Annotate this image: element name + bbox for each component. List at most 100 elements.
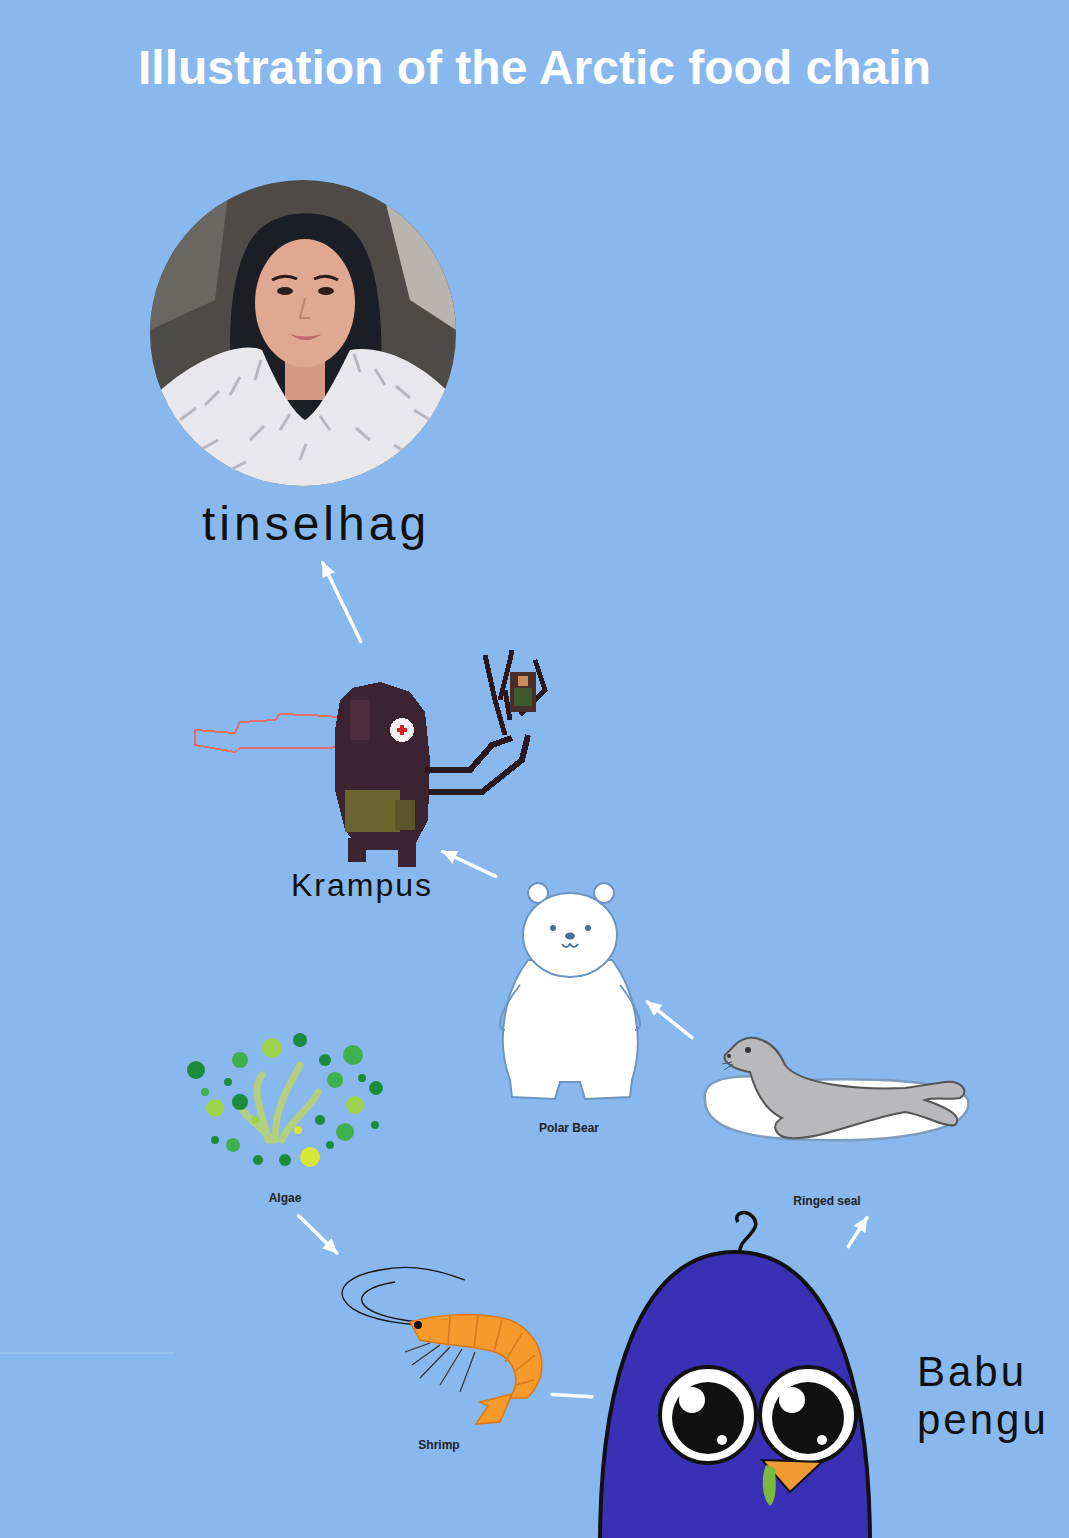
- algae-figure-part: [315, 1115, 325, 1125]
- food-chain-node: Shrimp: [328, 1255, 548, 1460]
- algae-figure-part: [232, 1052, 248, 1068]
- food-chain-node: Ringed seal: [695, 1025, 975, 1215]
- food-chain-arrow: [848, 1218, 867, 1247]
- food-chain-arrow: [299, 1216, 337, 1253]
- node-label: Algae: [269, 1192, 302, 1206]
- polar-bear-figure-part: [565, 933, 575, 940]
- polar-bear-figure-part: [503, 960, 638, 1099]
- stray-line: [0, 1353, 175, 1354]
- portrait-photo-part: [380, 180, 456, 330]
- penguin-figure-part: [600, 1252, 870, 1538]
- krampus-figure-part: [350, 700, 370, 740]
- portrait-photo-part: [272, 276, 297, 280]
- portrait-photo-part: [180, 354, 430, 475]
- krampus-figure-part: [390, 718, 414, 742]
- penguin-figure-part: [817, 1435, 827, 1445]
- algae-figure-part: [300, 1147, 320, 1167]
- diagram-title: Illustration of the Arctic food chain: [0, 40, 1069, 95]
- shrimp-figure-part: [448, 1315, 535, 1385]
- algae-figure-part: [279, 1154, 291, 1166]
- algae-figure-part: [240, 1065, 318, 1140]
- krampus-figure-part: [348, 838, 366, 862]
- polar-bear-figure-part: [562, 944, 578, 947]
- node-label: Ringed seal: [793, 1195, 860, 1209]
- krampus-figure: [195, 650, 545, 867]
- penguin-figure-part: [772, 1382, 844, 1454]
- portrait-photo-part: [150, 347, 456, 486]
- penguin-figure: [600, 1213, 870, 1538]
- penguin-figure-part: [779, 1387, 805, 1413]
- krampus-figure-part: [398, 843, 416, 867]
- algae-figure-part: [224, 1078, 232, 1086]
- penguin-figure-part: [760, 1367, 856, 1463]
- node-label: Shrimp: [418, 1439, 459, 1453]
- portrait-photo-part: [314, 276, 338, 280]
- seal-figure-part: [745, 1047, 751, 1053]
- portrait-photo-part: [277, 287, 293, 295]
- krampus-figure-part: [400, 725, 404, 735]
- food-chain-arrow: [647, 1002, 692, 1038]
- algae-figure-part: [226, 1138, 240, 1152]
- food-chain-node: tinselhag: [150, 180, 456, 560]
- krampus-figure-part: [485, 650, 545, 735]
- node-label: Babu pengu: [917, 1348, 1057, 1445]
- algae-figure-part: [343, 1045, 363, 1065]
- seal-figure-part: [722, 1062, 733, 1070]
- polar-bear-figure-part: [500, 985, 640, 1030]
- algae-figure-part: [294, 1126, 302, 1134]
- portrait-photo-part: [150, 180, 230, 330]
- shrimp-figure-part: [410, 1315, 542, 1398]
- polar-bear-figure-part: [523, 893, 617, 977]
- portrait-photo-part: [290, 334, 322, 340]
- krampus-figure-part: [510, 672, 536, 712]
- krampus-figure-part: [514, 688, 532, 706]
- portrait-photo-part: [300, 298, 310, 318]
- krampus-figure-part: [335, 682, 430, 850]
- algae-figure-part: [201, 1088, 209, 1096]
- portrait-photo: [150, 180, 456, 486]
- penguin-figure-part: [672, 1382, 744, 1454]
- algae-figure-part: [211, 1136, 219, 1144]
- node-label: Krampus: [291, 867, 433, 904]
- algae-figure-part: [346, 1096, 364, 1114]
- krampus-figure-part: [345, 790, 400, 832]
- algae-figure-part: [327, 1072, 343, 1088]
- algae-figure-part: [232, 1094, 248, 1110]
- shrimp-figure-part: [405, 1343, 475, 1392]
- algae-figure-part: [371, 1121, 379, 1129]
- krampus-figure-part: [425, 738, 512, 770]
- seal-figure-part: [727, 1054, 731, 1058]
- food-chain-arrow: [552, 1395, 592, 1397]
- algae-figure-part: [187, 1061, 205, 1079]
- algae-figure-part: [251, 1116, 259, 1124]
- node-label: tinselhag: [202, 496, 430, 551]
- algae-figure-part: [358, 1074, 366, 1082]
- polar-bear-figure: [500, 883, 640, 1099]
- penguin-figure-part: [660, 1367, 756, 1463]
- penguin-figure-part: [717, 1435, 727, 1445]
- algae-figure-part: [369, 1081, 383, 1095]
- algae-figure-part: [206, 1099, 224, 1117]
- food-chain-arrow: [323, 563, 361, 642]
- penguin-figure-part: [763, 1465, 776, 1506]
- food-chain-node: Algae: [183, 1028, 388, 1213]
- algae-figure-part: [319, 1054, 331, 1066]
- algae-figure-part: [262, 1038, 282, 1058]
- food-chain-node: Babu pengu: [595, 1250, 1060, 1538]
- penguin-figure-part: [679, 1387, 705, 1413]
- seal-figure: [705, 1038, 969, 1140]
- polar-bear-figure-part: [585, 925, 591, 931]
- node-label: Polar Bear: [539, 1122, 599, 1136]
- portrait-photo-part: [318, 287, 334, 295]
- shrimp-figure-part: [362, 1282, 418, 1322]
- food-chain-arrow: [443, 851, 496, 876]
- shrimp-figure: [342, 1267, 542, 1424]
- algae-figure-part: [293, 1033, 307, 1047]
- portrait-photo-part: [255, 239, 355, 367]
- polar-bear-figure-part: [550, 925, 556, 931]
- krampus-figure-part: [428, 735, 528, 792]
- shrimp-figure-part: [476, 1394, 512, 1424]
